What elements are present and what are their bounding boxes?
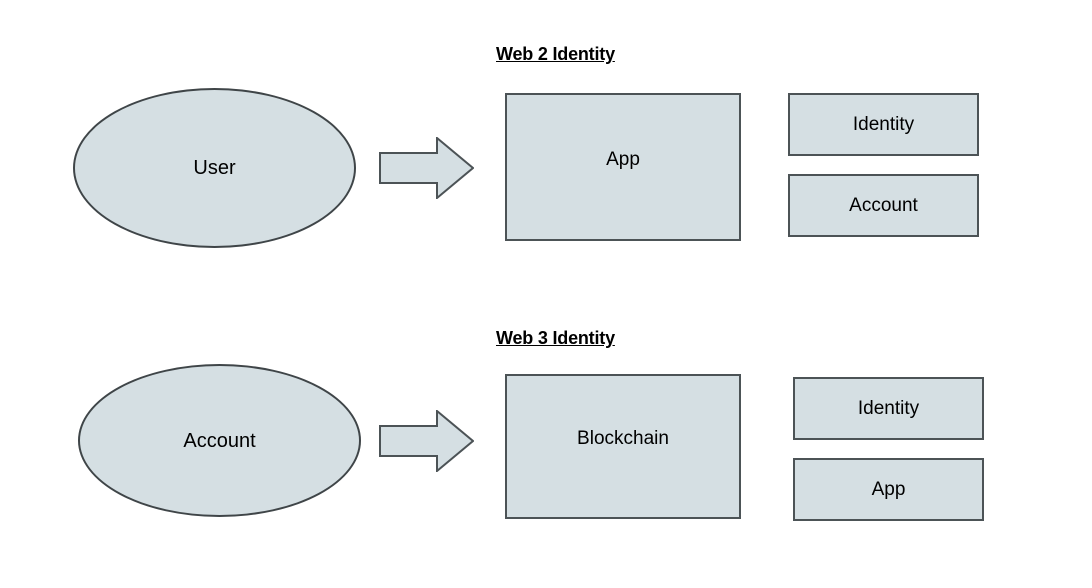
box-identity-web3[interactable]: Identity [793, 377, 984, 440]
arrow-right-icon-web2 [379, 137, 474, 199]
box-account-web2[interactable]: Account [788, 174, 979, 237]
box-app-web3[interactable]: App [793, 458, 984, 521]
ellipse-account-label: Account [183, 429, 256, 452]
heading-web3: Web 3 Identity [496, 328, 615, 348]
box-identity-web3-label: Identity [857, 398, 920, 419]
ellipse-account[interactable]: Account [78, 364, 361, 517]
heading-web2: Web 2 Identity [496, 44, 615, 64]
box-identity-web2[interactable]: Identity [788, 93, 979, 156]
arrow-right-icon-web3 [379, 410, 474, 472]
box-blockchain-web3[interactable]: Blockchain [505, 374, 741, 519]
ellipse-user-label: User [193, 157, 236, 179]
box-blockchain-web3-label: Blockchain [577, 428, 669, 449]
ellipse-user[interactable]: User [73, 88, 356, 248]
box-app-web3-label: App [871, 479, 906, 500]
box-app-web2[interactable]: App [505, 93, 741, 241]
box-app-web2-label: App [606, 148, 640, 170]
box-account-web2-label: Account [849, 195, 918, 216]
box-identity-web2-label: Identity [852, 114, 915, 135]
